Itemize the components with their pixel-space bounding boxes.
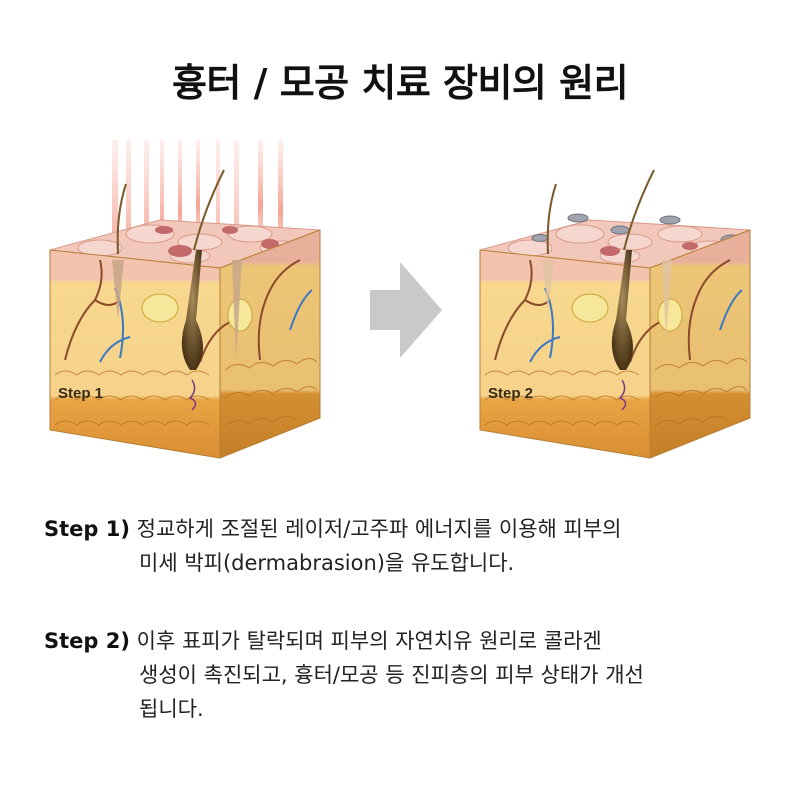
skin-block-step2: Step 2 [479,169,751,459]
step1-line2: 미세 박피(dermabrasion)을 유도합니다. [139,551,515,575]
skin-diagram: Step 1 [49,140,751,459]
step1-line1: 정교하게 조절된 레이저/고주파 에너지를 이용해 피부의 [136,517,622,541]
skin-block-step1: Step 1 [49,140,321,459]
step2-line3: 됩니다. [139,697,204,721]
step2-description: Step 2) 이후 표피가 탈락되며 피부의 자연치유 원리로 콜라겐 생성이… [44,624,644,726]
page-title: 흉터 / 모공 치료 장비의 원리 [171,61,629,105]
step1-label: Step 1 [58,385,103,402]
step2-line1: 이후 표피가 탈락되며 피부의 자연치유 원리로 콜라겐 [136,629,602,653]
step2-label: Step 2 [488,385,533,402]
arrow-right-icon [370,262,442,358]
step2-lead: Step 2) [44,629,130,653]
step1-description: Step 1) 정교하게 조절된 레이저/고주파 에너지를 이용해 피부의 미세… [44,512,621,580]
step1-lead: Step 1) [44,517,130,541]
step2-line2: 생성이 촉진되고, 흉터/모공 등 진피층의 피부 상태가 개선 [139,663,644,687]
